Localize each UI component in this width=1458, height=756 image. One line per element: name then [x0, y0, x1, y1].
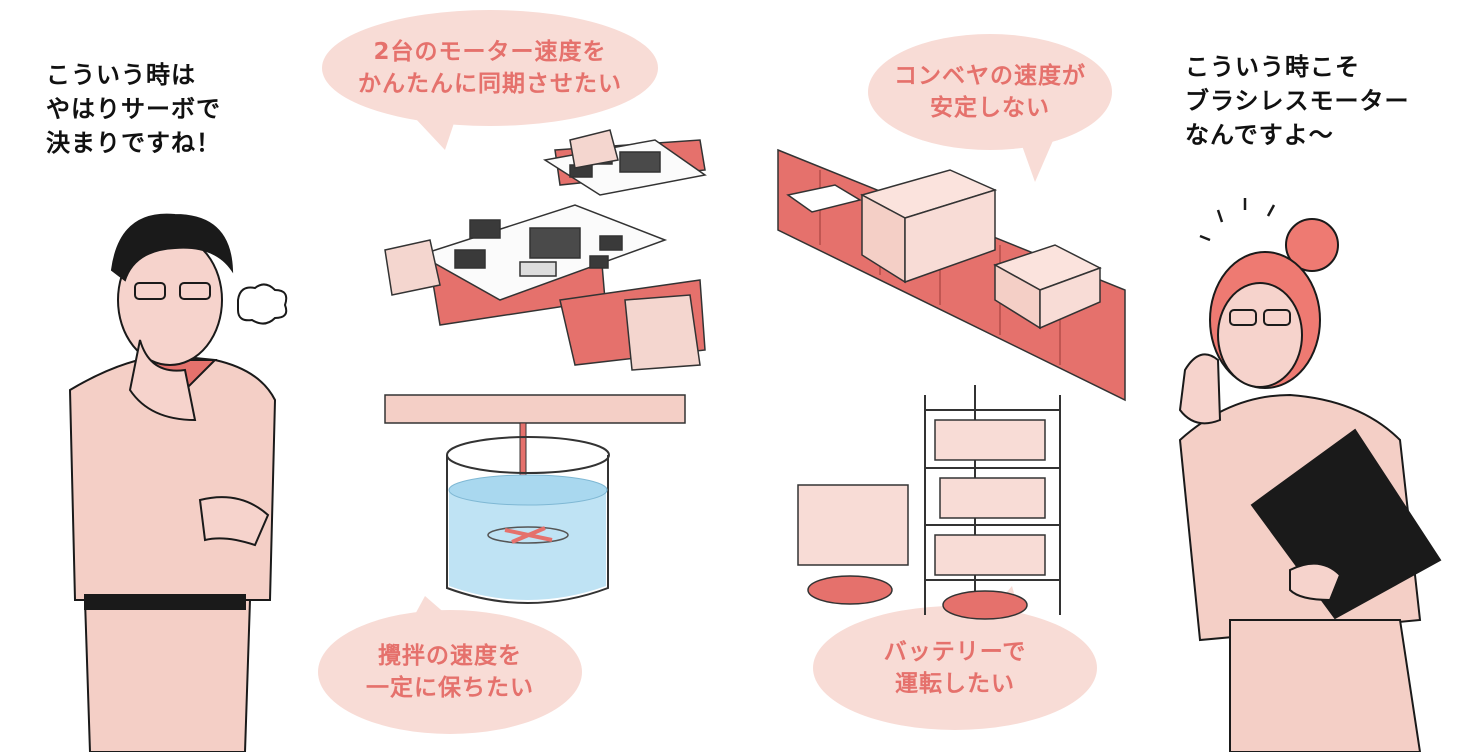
bubble-conveyor-text: コンベヤの速度が 安定しない [880, 60, 1100, 124]
bubble-battery-text: バッテリーで 運転したい [845, 636, 1065, 700]
woman-speech-line-2: ブラシレスモーター [1185, 87, 1410, 115]
bubble-mixer-text: 攪拌の速度を 一定に保ちたい [340, 640, 560, 704]
tracked-vehicle-illustration [384, 129, 707, 371]
man-engineer-illustration [68, 213, 288, 753]
bubble-mixer-line-1: 攪拌の速度を [378, 643, 522, 669]
man-speech-line-2: やはりサーボで [46, 95, 221, 123]
conveyor-illustration [777, 148, 1126, 402]
woman-speech-line-1: こういう時こそ [1185, 53, 1360, 81]
bubble-battery-line-1: バッテリーで [883, 639, 1027, 665]
bubble-sync-line-1: 2台のモーター速度を [373, 39, 607, 65]
bubble-sync-shape [322, 10, 658, 150]
woman-speech-text: こういう時こそ ブラシレスモーター なんですよ〜 [1185, 50, 1410, 152]
bubble-mixer-line-2: 一定に保ちたい [366, 675, 534, 701]
woman-engineer-illustration [1178, 198, 1442, 753]
bubble-sync-line-2: かんたんに同期させたい [358, 71, 622, 97]
bubble-sync-text: 2台のモーター速度を かんたんに同期させたい [340, 36, 640, 100]
woman-speech-line-3: なんですよ〜 [1185, 121, 1334, 149]
bubble-conveyor-line-1: コンベヤの速度が [894, 63, 1086, 89]
mixer-illustration [384, 394, 686, 604]
man-speech-text: こういう時は やはりサーボで 決まりですね！ [46, 58, 221, 160]
bubble-battery-line-2: 運転したい [895, 671, 1015, 697]
warehouse-rack-illustration [797, 385, 1061, 620]
bubble-mixer-shape [318, 596, 582, 734]
man-speech-line-3: 決まりですね！ [46, 129, 221, 157]
man-speech-line-1: こういう時は [46, 61, 196, 89]
bubble-conveyor-line-2: 安定しない [930, 95, 1050, 121]
bubble-conveyor-shape [868, 34, 1112, 182]
